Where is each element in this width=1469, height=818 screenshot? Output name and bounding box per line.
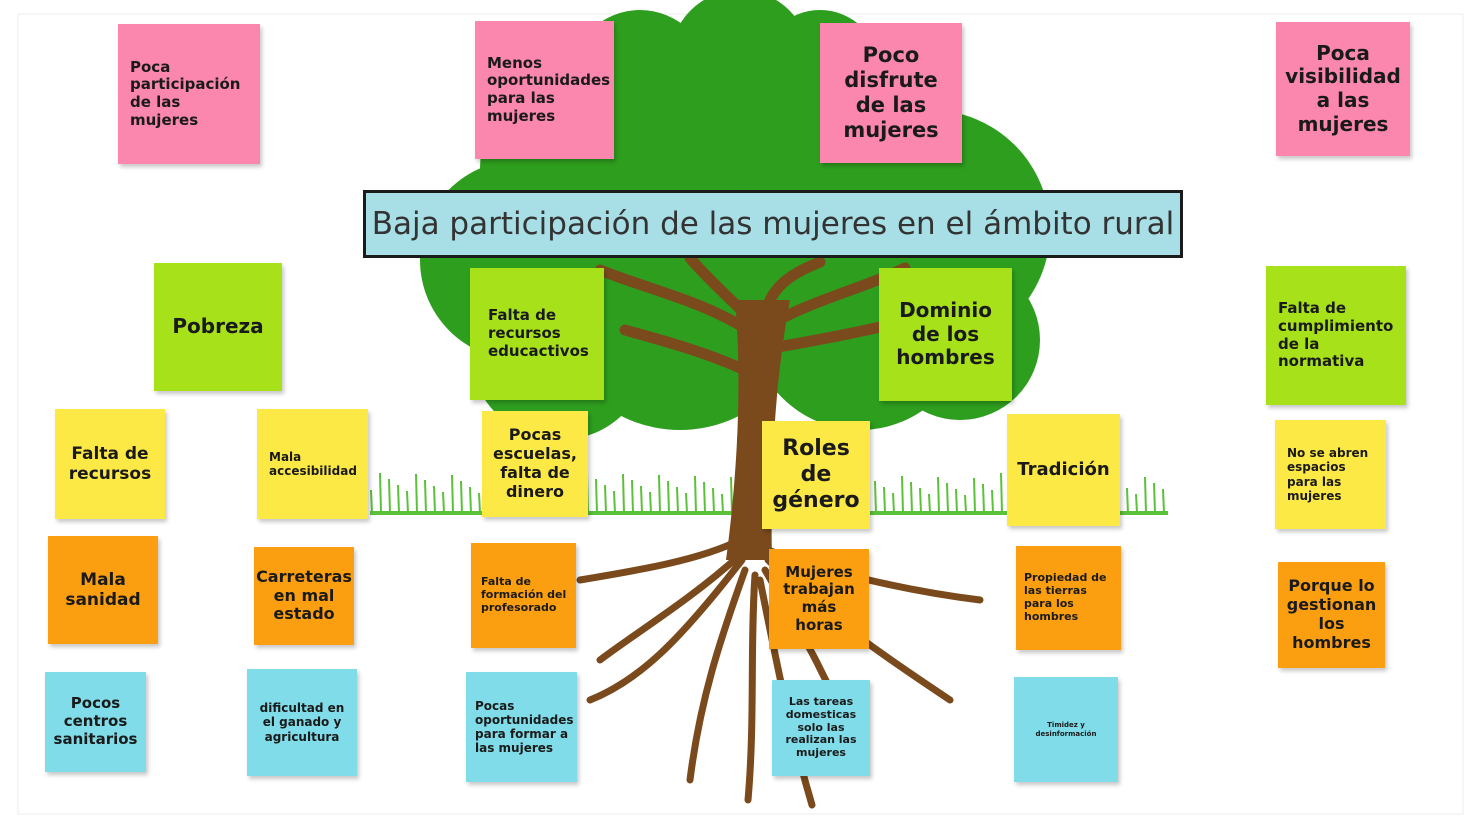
grass-blade: [415, 473, 418, 514]
cause-note-roads: Carreteras en mal estado: [254, 547, 354, 645]
grass-blade: [658, 474, 661, 514]
cause-note-tradition: Tradición: [1007, 414, 1120, 526]
grass-blade: [721, 493, 724, 514]
cause-note-educational-resources: Falta de recursos educactivos: [470, 268, 604, 400]
grass-blade: [973, 477, 976, 514]
grass-blade: [910, 481, 913, 514]
grass-blade: [424, 479, 427, 514]
grass-blade: [694, 475, 697, 514]
cause-note-accessibility: Mala accesibilidad: [257, 409, 368, 519]
cause-note-domestic-tasks: Las tareas domesticas solo las realizan …: [772, 680, 870, 776]
grass-blade: [712, 487, 715, 514]
grass-blade: [640, 485, 643, 514]
grass-blade: [919, 487, 922, 514]
grass-blade: [1000, 472, 1003, 514]
cause-note-training-women: Pocas oportunidades para formar a las mu…: [466, 672, 577, 782]
grass-blade: [730, 476, 733, 514]
grass-blade: [901, 475, 904, 514]
tree-branch: [684, 252, 758, 326]
grass-blade: [397, 484, 400, 514]
grass-blade: [991, 489, 994, 514]
grass-blade: [883, 486, 886, 514]
grass-blade: [703, 481, 706, 514]
effect-note-participation: Poca participación de las mujeres: [118, 24, 260, 164]
effect-note-enjoyment: Poco disfrute de las mujeres: [820, 23, 962, 163]
cause-note-managed-by-men: Porque lo gestionan los hombres: [1278, 562, 1385, 668]
grass-blade: [946, 482, 949, 514]
tree-root: [686, 566, 749, 784]
grass-blade: [1162, 488, 1165, 514]
grass-blade: [613, 490, 616, 514]
grass-blade: [370, 489, 373, 514]
grass-blade: [892, 492, 895, 514]
tree-root: [744, 571, 759, 804]
cause-note-male-dominance: Dominio de los hombres: [879, 268, 1012, 401]
grass-blade: [982, 483, 985, 514]
grass-blade: [406, 490, 409, 514]
grass-blade: [676, 486, 679, 514]
grass-blade: [379, 472, 382, 514]
tree-root: [596, 551, 744, 664]
grass-blade: [667, 480, 670, 514]
grass-blade: [1144, 476, 1147, 514]
grass-blade: [388, 478, 391, 514]
grass-blade: [1126, 487, 1129, 514]
grass-blade: [649, 491, 652, 514]
grass-blade: [937, 476, 940, 514]
cause-note-shyness: Timidez y desinformación: [1014, 677, 1118, 782]
grass-blade: [928, 493, 931, 514]
tree-branch: [764, 256, 826, 306]
grass-blade: [460, 480, 463, 514]
tree-branch: [594, 264, 754, 336]
grass-blade: [622, 473, 625, 514]
cause-note-teacher-training: Falta de formación del profesorado: [471, 543, 576, 648]
cause-note-poverty: Pobreza: [154, 263, 282, 391]
grass-blade: [874, 480, 877, 514]
cause-note-health-centers: Pocos centros sanitarios: [45, 672, 146, 772]
tree-root: [586, 556, 746, 704]
cause-note-sanitation: Mala sanidad: [48, 536, 158, 644]
grass-blade: [478, 492, 481, 514]
grass-blade: [433, 485, 436, 514]
tree-root: [576, 536, 744, 584]
grass-blade: [1153, 482, 1156, 514]
grass-blade: [685, 492, 688, 514]
cause-note-livestock: dificultad en el ganado y agricultura: [247, 669, 357, 776]
central-problem-title: Baja participación de las mujeres en el …: [363, 190, 1183, 258]
grass-blade: [964, 494, 967, 514]
grass-blade: [451, 474, 454, 514]
cause-note-gender-roles: Roles de género: [762, 421, 870, 529]
grass-blade: [631, 479, 634, 514]
cause-note-spaces: No se abren espacios para las mujeres: [1275, 420, 1386, 529]
tree-branch: [619, 324, 751, 376]
grass-blade: [442, 491, 445, 514]
grass-blade: [604, 484, 607, 514]
effect-note-visibility: Poca visibilidad a las mujeres: [1276, 22, 1410, 156]
cause-note-working-hours: Mujeres trabajan más horas: [769, 549, 869, 649]
cause-note-regulation: Falta de cumplimiento de la normativa: [1266, 266, 1406, 405]
effect-note-opportunities: Menos oportunidades para las mujeres: [475, 21, 614, 159]
grass-blade: [955, 488, 958, 514]
cause-note-schools: Pocas escuelas, falta de dinero: [482, 411, 588, 517]
cause-note-land-ownership: Propiedad de las tierras para los hombre…: [1016, 546, 1121, 650]
cause-note-lack-resources: Falta de recursos: [55, 409, 165, 519]
grass-blade: [1135, 493, 1138, 514]
grass-blade: [469, 486, 472, 514]
grass-blade: [595, 478, 598, 514]
